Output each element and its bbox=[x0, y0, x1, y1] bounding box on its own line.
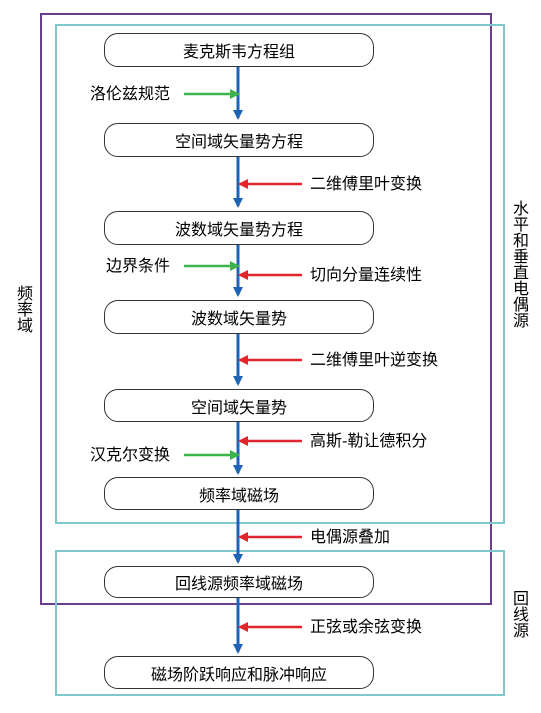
loop-source-frame bbox=[55, 550, 505, 696]
dipole-source-frame bbox=[55, 24, 505, 524]
node-frequency-magnetic-field: 频率域磁场 bbox=[104, 477, 374, 510]
label-boundary-conditions: 边界条件 bbox=[106, 256, 171, 275]
label-loop-source: 回线源 bbox=[510, 590, 529, 638]
label-inverse-2d-fourier: 二维傅里叶逆变换 bbox=[310, 350, 439, 369]
label-horizontal-vertical-dipole: 水平和垂直电偶源 bbox=[510, 200, 529, 328]
frequency-domain-frame bbox=[40, 13, 492, 605]
label-lorenz-gauge: 洛伦兹规范 bbox=[90, 84, 171, 103]
node-wavenumber-vector-potential-equation: 波数域矢量势方程 bbox=[104, 211, 374, 245]
label-hankel-transform: 汉克尔变换 bbox=[90, 445, 171, 464]
node-loop-frequency-magnetic-field: 回线源频率域磁场 bbox=[104, 566, 374, 598]
node-space-vector-potential-equation: 空间域矢量势方程 bbox=[104, 123, 374, 157]
node-maxwell-equations: 麦克斯韦方程组 bbox=[104, 33, 374, 67]
label-sine-cosine: 正弦或余弦变换 bbox=[310, 617, 423, 636]
node-step-impulse-response: 磁场阶跃响应和脉冲响应 bbox=[104, 656, 374, 689]
label-frequency-domain: 频率域 bbox=[14, 285, 33, 333]
label-tangential-continuity: 切向分量连续性 bbox=[310, 265, 423, 284]
label-2d-fourier: 二维傅里叶变换 bbox=[310, 174, 423, 193]
node-wavenumber-vector-potential: 波数域矢量势 bbox=[104, 300, 374, 334]
label-dipole-superposition: 电偶源叠加 bbox=[310, 527, 391, 546]
label-gauss-legendre: 高斯-勒让德积分 bbox=[310, 431, 428, 450]
node-space-vector-potential: 空间域矢量势 bbox=[104, 389, 374, 422]
